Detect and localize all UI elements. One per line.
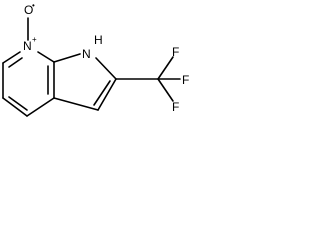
molecule-structure: O • N + H N F F F — [0, 0, 222, 134]
bond-cf3-f-bottom — [157, 78, 174, 102]
fluorine-top-label: F — [172, 45, 179, 59]
bond-c3a-c4 — [26, 97, 55, 117]
oxide-radical-label: • — [32, 1, 35, 10]
double-bond-c6-n — [8, 57, 23, 68]
bond-n-c7a — [37, 51, 55, 63]
bond-c7a-n1 — [53, 53, 81, 63]
bond-n1-c2 — [95, 57, 117, 80]
fluorine-right-label: F — [182, 73, 189, 87]
bond-c2-c3 — [97, 78, 117, 111]
fluorine-bottom-label: F — [172, 100, 179, 114]
nh-nitrogen-label: N — [82, 47, 91, 61]
bond-c4-c5 — [2, 97, 28, 117]
double-bond-c4-c5 — [8, 96, 28, 111]
bond-c3-c3a — [53, 97, 99, 111]
double-bond-c2-c3 — [93, 80, 111, 106]
oxide-oxygen-label: O — [24, 3, 33, 17]
ring-nitrogen-charge: + — [32, 35, 37, 44]
bond-cf3-f-top — [157, 56, 174, 80]
ring-nitrogen-label: N — [23, 39, 32, 53]
nh-hydrogen-label: H — [94, 33, 103, 47]
molecule-diagram: O • N + H N F F F — [2, 1, 189, 117]
bond-c6-n — [2, 51, 21, 64]
